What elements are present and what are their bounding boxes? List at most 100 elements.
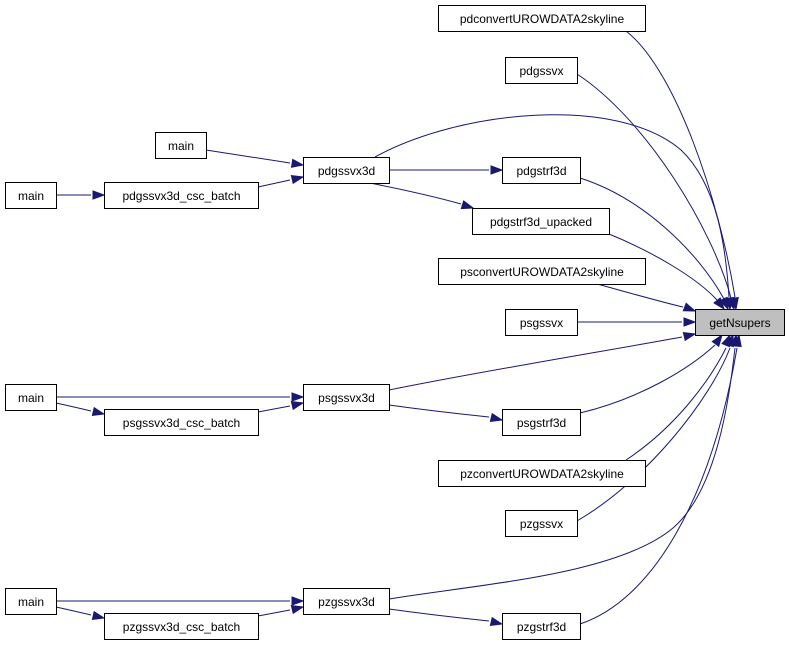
node-label: pdgstrf3d_upacked: [490, 215, 592, 229]
node-label: main: [18, 391, 44, 405]
node-label: psgssvx3d: [318, 391, 375, 405]
edge-main_d-to-pzgssvx3d: [56, 596, 305, 606]
node-box: [104, 613, 259, 640]
node-getNsupers[interactable]: getNsupers: [695, 309, 785, 336]
node-label: pdgssvx3d_csc_batch: [122, 189, 240, 203]
node-label: pzconvertUROWDATA2skyline: [460, 467, 624, 481]
edge-line: [374, 114, 730, 298]
edge-pzgstrf3d-to-getNsupers: [579, 333, 742, 625]
node-main-b[interactable]: main: [5, 182, 57, 209]
node-box: [438, 460, 646, 487]
node-box: [502, 613, 581, 640]
node-box: [5, 588, 57, 615]
edge-pdgstrf3d_upacked-to-getNsupers: [608, 233, 725, 311]
edge-line: [369, 182, 462, 205]
edge-line: [388, 336, 683, 391]
edge-pdgssvx3d-to-pdgstrf3d_upacked: [369, 182, 475, 210]
arrowhead: [460, 200, 475, 210]
edge-line: [596, 283, 684, 308]
edge-psgssvx3d-to-getNsupers: [388, 331, 697, 391]
edge-psconvert-to-getNsupers: [596, 283, 697, 312]
node-label: main: [18, 595, 44, 609]
arrowhead: [711, 333, 723, 348]
node-pzgssvx[interactable]: pzgssvx: [505, 510, 578, 537]
arrowhead: [291, 596, 305, 606]
edge-pdgssvx3d_csc_batch-to-pdgssvx3d: [257, 174, 305, 188]
edge-pdgstrf3d-to-getNsupers: [579, 177, 729, 311]
edge-main_a-to-pdgssvx3d: [205, 149, 305, 168]
node-psgssvx3d[interactable]: psgssvx3d: [303, 384, 390, 411]
node-box: [505, 309, 578, 336]
edge-line: [576, 347, 731, 522]
node-label: pzgstrf3d: [517, 620, 566, 634]
node-box: [5, 384, 57, 411]
arrowhead: [718, 296, 729, 311]
arrowhead: [291, 392, 305, 402]
node-pzgssvx3d[interactable]: pzgssvx3d: [303, 588, 390, 615]
arrowhead: [682, 331, 697, 342]
node-main-d[interactable]: main: [5, 588, 57, 615]
node-box: [695, 309, 785, 336]
node-pdgssvx3d-csc-batch[interactable]: pdgssvx3d_csc_batch: [104, 182, 259, 209]
node-psconvert[interactable]: psconvertUROWDATA2skyline: [438, 258, 646, 285]
node-label: psgssvx: [520, 316, 563, 330]
edge-pzconvert-to-getNsupers: [625, 333, 731, 461]
node-box: [505, 510, 578, 537]
node-box: [5, 182, 57, 209]
arrowhead: [91, 406, 106, 417]
node-box: [303, 384, 390, 411]
node-box: [505, 57, 578, 84]
node-psgssvx[interactable]: psgssvx: [505, 309, 578, 336]
node-label: pdconvertUROWDATA2skyline: [460, 12, 625, 26]
node-box: [303, 157, 390, 184]
edge-line: [576, 73, 732, 299]
node-box: [104, 182, 259, 209]
node-box: [472, 208, 610, 235]
edge-psgstrf3d-to-getNsupers: [579, 333, 723, 414]
node-pdgssvx[interactable]: pdgssvx: [505, 57, 578, 84]
node-pzgstrf3d[interactable]: pzgstrf3d: [502, 613, 581, 640]
edge-pzgssvx3d_csc_batch-to-pzgssvx3d: [257, 604, 305, 617]
arrowhead: [91, 610, 106, 621]
arrowhead: [489, 616, 504, 627]
node-label: pzgssvx3d_csc_batch: [123, 620, 240, 634]
node-psgssvx3d-csc-batch[interactable]: psgssvx3d_csc_batch: [104, 409, 259, 436]
node-box: [303, 588, 390, 615]
node-box: [438, 5, 646, 32]
node-label: main: [18, 189, 44, 203]
edge-psgssvx3d_csc_batch-to-psgssvx3d: [257, 400, 305, 413]
node-pdgssvx3d[interactable]: pdgssvx3d: [303, 157, 390, 184]
edge-main_c-to-psgssvx3d_csc_batch: [55, 402, 106, 417]
edge-line: [388, 608, 490, 622]
edge-pzgssvx-to-getNsupers: [576, 333, 734, 522]
arrowhead: [489, 412, 504, 423]
node-psgstrf3d[interactable]: psgstrf3d: [502, 409, 581, 436]
node-pdgstrf3d[interactable]: pdgstrf3d: [502, 157, 581, 184]
edges-layer: [55, 30, 742, 627]
node-label: pdgssvx: [519, 64, 563, 78]
edge-psgssvx3d-to-psgstrf3d: [388, 404, 504, 423]
edge-line: [257, 609, 291, 617]
node-main-c[interactable]: main: [5, 384, 57, 411]
arrowhead: [290, 174, 305, 185]
edge-line: [388, 404, 490, 418]
edge-line: [205, 149, 291, 164]
node-label: pdgssvx3d: [318, 164, 375, 178]
node-pdconvert[interactable]: pdconvertUROWDATA2skyline: [438, 5, 646, 32]
arrowhead: [682, 302, 697, 312]
arrowhead: [490, 165, 504, 175]
node-box: [438, 258, 646, 285]
edge-line: [55, 402, 92, 412]
node-pzconvert[interactable]: pzconvertUROWDATA2skyline: [438, 460, 646, 487]
node-label: psgstrf3d: [517, 416, 566, 430]
arrowhead: [290, 400, 305, 411]
edge-line: [55, 606, 92, 616]
edge-line: [608, 233, 718, 301]
node-pdgstrf3d-upacked[interactable]: pdgstrf3d_upacked: [472, 208, 610, 235]
edge-pdgssvx3d-to-pdgstrf3d: [389, 165, 504, 175]
node-main-a[interactable]: main: [155, 132, 207, 159]
edge-line: [257, 405, 291, 413]
edge-line: [579, 344, 716, 414]
node-label: pzgssvx: [520, 517, 563, 531]
node-pzgssvx3d-csc-batch[interactable]: pzgssvx3d_csc_batch: [104, 613, 259, 640]
